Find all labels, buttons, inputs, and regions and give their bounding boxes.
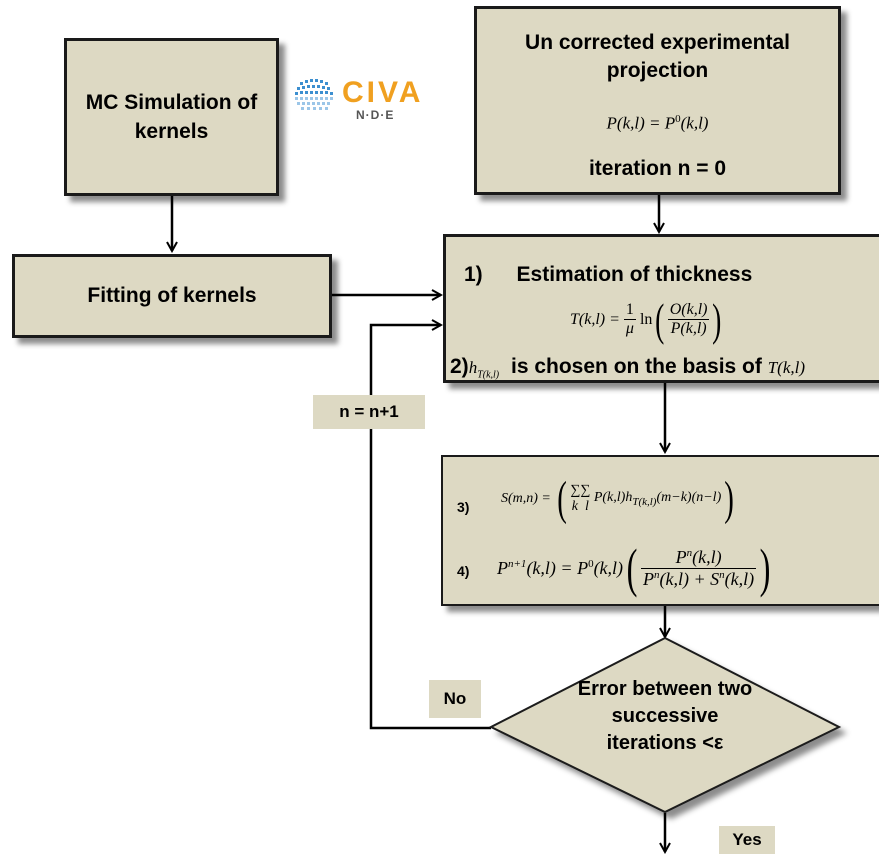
step4-number: 4) <box>457 563 470 579</box>
fitting-kernels-label: Fitting of kernels <box>87 284 257 307</box>
step1-label: Estimation of thickness <box>516 263 753 286</box>
step2-label: is chosen on the basis of <box>510 355 762 378</box>
step1-number: 1) <box>464 263 483 286</box>
yes-label: Yes <box>719 826 775 854</box>
step2-line: 2)hT(k,l) is chosen on the basis of T(k,… <box>450 355 806 381</box>
decision-label: Error between two successive iterations … <box>577 678 753 754</box>
loop-counter-label: n = n+1 <box>313 395 425 429</box>
no-label: No <box>429 680 481 718</box>
civa-logo-text: CIVA <box>342 76 424 109</box>
step3-number: 3) <box>457 499 470 515</box>
iteration-label: iteration n = 0 <box>588 157 727 180</box>
mc-simulation-label: MC Simulation of kernels <box>85 91 258 143</box>
mc-simulation-box: MC Simulation of kernels <box>64 38 279 196</box>
civa-logo: CIVA N·D·E <box>292 76 432 126</box>
step1-heading: 1) Estimation of thickness <box>464 263 752 287</box>
uncorrected-projection-formula: P(k,l) = P0(k,l) <box>606 113 709 133</box>
fitting-kernels-box: Fitting of kernels <box>12 254 332 338</box>
correction-update-box: 3) S(m,n) = ( ∑∑k l P(k,l)hT(k,l)(m−k)(n… <box>441 455 879 606</box>
scatter-formula: S(m,n) = ( ∑∑k l P(k,l)hT(k,l)(m−k)(n−l)… <box>501 472 735 525</box>
uncorrected-projection-box: Un corrected experimental projection P(k… <box>474 6 841 195</box>
arrow-loop-back <box>369 325 491 730</box>
update-formula: Pn+1(k,l) = P0(k,l) ( Pn(k,l)Pn(k,l) + S… <box>497 538 771 598</box>
civa-logo-subtext: N·D·E <box>356 108 395 122</box>
step2-number: 2) <box>450 355 469 378</box>
civa-logo-mark <box>295 79 333 110</box>
uncorrected-projection-title: Un corrected experimental projection <box>525 31 790 82</box>
